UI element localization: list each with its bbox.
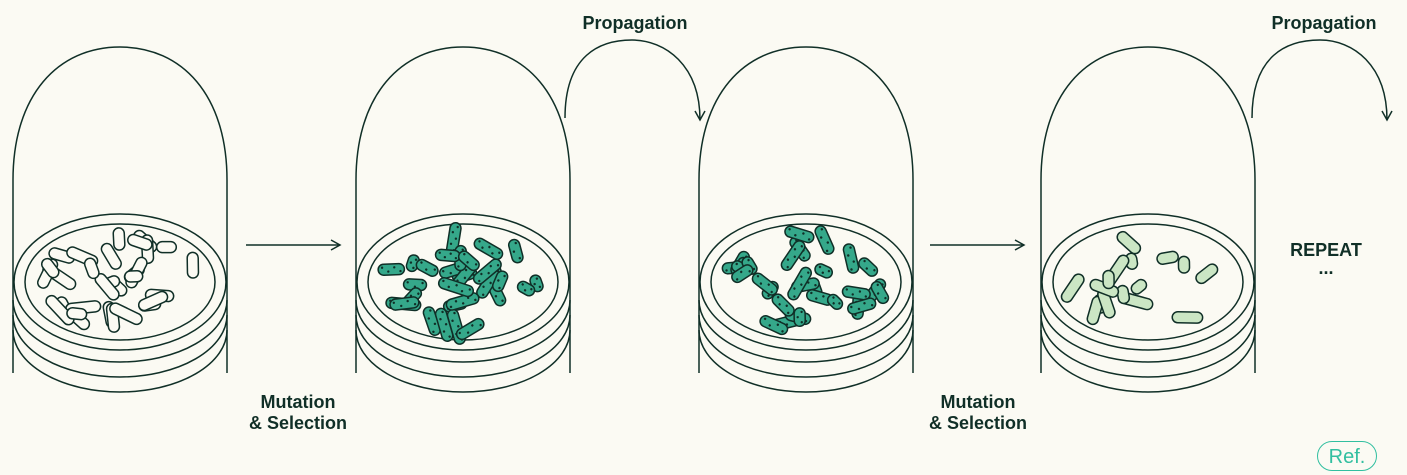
dish-initial-population (13, 47, 227, 392)
propagation-arrow-2 (1252, 40, 1387, 120)
bacterium (1178, 256, 1189, 273)
dish-second-selection (1041, 47, 1255, 392)
dish-selected-population (356, 47, 570, 392)
repeat-ellipsis: ... (1264, 258, 1388, 279)
propagation-arrow-1 (565, 40, 700, 120)
propagation-label-2: Propagation (1249, 13, 1399, 34)
bacterium (1172, 312, 1203, 324)
bacterium (113, 228, 125, 251)
bacterium (1103, 270, 1114, 288)
bacterium (66, 307, 87, 320)
mutation-selection-line-1b: & Selection (228, 413, 368, 434)
dish-propagated-population (699, 47, 913, 392)
bacterium (125, 271, 143, 283)
bacterium (794, 308, 805, 327)
propagation-label-1: Propagation (560, 13, 710, 34)
mutation-selection-line-1a: Mutation (228, 392, 368, 413)
bacterium (187, 252, 198, 278)
bacterium (435, 249, 460, 262)
mutation-selection-line-2b: & Selection (908, 413, 1048, 434)
mutation-selection-line-2a: Mutation (908, 392, 1048, 413)
mutation-selection-label-2: Mutation & Selection (908, 392, 1048, 434)
bacterium (378, 263, 405, 275)
ref-button[interactable]: Ref. (1317, 441, 1377, 471)
mutation-selection-label-1: Mutation & Selection (228, 392, 368, 434)
bacterium (157, 242, 177, 253)
